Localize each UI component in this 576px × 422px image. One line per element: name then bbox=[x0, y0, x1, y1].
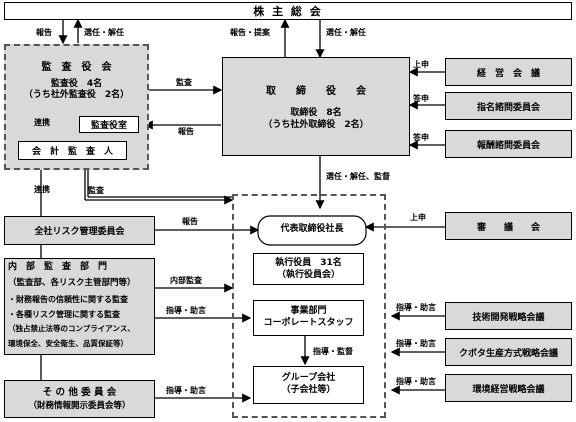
audit-office-label: 監査役室 bbox=[90, 121, 127, 131]
audit-board-title: 監 査 役 会 bbox=[41, 62, 112, 73]
nomination-committee-label: 指名諮問委員会 bbox=[476, 102, 540, 113]
compensation-committee: 報酬諮問委員会 bbox=[445, 130, 572, 158]
executive-officers-sub: （執行役員会） bbox=[276, 270, 340, 280]
internal-audit-department bbox=[4, 258, 155, 355]
management-council: 経 営 会 議 bbox=[445, 58, 572, 86]
other-committees bbox=[4, 380, 155, 418]
group-companies bbox=[253, 366, 364, 404]
label-guide-other: 指導・助言 bbox=[166, 386, 206, 395]
nomination-committee: 指名諮問委員会 bbox=[445, 92, 572, 120]
shareholders-meeting: 株 主 総 会 bbox=[4, 2, 572, 20]
label-appoint-audit: 選任・解任 bbox=[84, 28, 124, 37]
group-companies-sub: （子会社等） bbox=[281, 385, 336, 395]
label-audit-2: 監査 bbox=[88, 186, 104, 195]
internal-audit-item1: ・財務報告の信頼性に関する監査 bbox=[8, 295, 128, 304]
label-report-board: 報告 bbox=[178, 127, 194, 136]
label-appoint-supervise: 選任・解任、監督 bbox=[326, 172, 390, 181]
label-submit-1: 上申 bbox=[413, 60, 429, 69]
label-cooperate-1: 連携 bbox=[34, 118, 50, 127]
label-audit: 監査 bbox=[176, 78, 192, 87]
tech-strategy-council: 技術開発戦略会議 bbox=[445, 302, 572, 330]
board-external: （うち社外取締役 2名） bbox=[263, 120, 369, 130]
tech-strategy-council-label: 技術開発戦略会議 bbox=[472, 312, 545, 323]
env-strategy-council-label: 環境経営戦略会議 bbox=[472, 384, 545, 395]
kubota-production-council-label: クボタ生産方式戦略会議 bbox=[458, 348, 558, 359]
label-guide-env: 指導・助言 bbox=[396, 377, 436, 386]
internal-audit-item4: 環境保全、安全衛生、品質保証等） bbox=[8, 339, 128, 348]
group-companies-label: グループ会社 bbox=[281, 373, 336, 383]
business-divisions bbox=[253, 300, 364, 336]
internal-audit-item3: （独占禁止法等のコンプライアンス、 bbox=[8, 324, 135, 333]
label-cooperate-2: 連携 bbox=[34, 185, 50, 194]
executive-officers bbox=[253, 253, 364, 285]
label-report-propose: 報告・提案 bbox=[230, 28, 270, 37]
label-answer-1: 答申 bbox=[413, 94, 429, 103]
internal-audit-sub: （監査部、各リスク主管部門等） bbox=[8, 278, 136, 288]
label-submit-2: 上申 bbox=[410, 213, 426, 222]
deliberation-council: 審 議 会 bbox=[445, 212, 572, 240]
accounting-auditor: 会 計 監 査 人 bbox=[18, 141, 127, 160]
audit-board-external: （うち社外監査役 2名） bbox=[23, 90, 130, 100]
env-strategy-council: 環境経営戦略会議 bbox=[445, 374, 572, 402]
president: 代表取締役社長 bbox=[280, 224, 344, 234]
other-committees-sub: （財務情報開示委員会等） bbox=[28, 401, 131, 411]
label-guide-supervise: 指導・監督 bbox=[313, 347, 353, 356]
management-council-label: 経 営 会 議 bbox=[476, 68, 540, 79]
executive-officers-count: 執行役員 31名 bbox=[275, 258, 342, 268]
label-report-risk: 報告 bbox=[182, 217, 198, 226]
board-count: 取締役 8名 bbox=[290, 108, 342, 118]
business-divisions-label: 事業部門 bbox=[290, 306, 327, 316]
risk-management-committee: 全社リスク管理委員会 bbox=[4, 216, 155, 245]
label-answer-2: 答申 bbox=[413, 133, 429, 142]
label-internal-audit: 内部監査 bbox=[170, 276, 202, 285]
corporate-staff-label: コーポレートスタッフ bbox=[263, 318, 354, 328]
shareholders-label: 株 主 総 会 bbox=[253, 5, 323, 18]
deliberation-council-label: 審 議 会 bbox=[476, 222, 540, 233]
audit-board-count: 監査役 4名 bbox=[50, 79, 103, 89]
executive-group bbox=[232, 194, 386, 418]
label-report-audit: 報告 bbox=[36, 28, 52, 37]
label-guide-kubota: 指導・助言 bbox=[396, 339, 436, 348]
compensation-committee-label: 報酬諮問委員会 bbox=[476, 140, 540, 151]
board-of-directors bbox=[222, 57, 410, 156]
audit-office: 監査役室 bbox=[79, 116, 139, 133]
kubota-production-council: クボタ生産方式戦略会議 bbox=[445, 338, 572, 366]
label-guide-tech: 指導・助言 bbox=[396, 303, 436, 312]
board-title: 取 締 役 会 bbox=[266, 86, 366, 97]
risk-management-committee-label: 全社リスク管理委員会 bbox=[34, 227, 125, 237]
label-guide-1: 指導・助言 bbox=[166, 306, 206, 315]
label-appoint-board: 選任・解任 bbox=[326, 28, 366, 37]
accounting-auditor-label: 会 計 監 査 人 bbox=[31, 147, 113, 157]
internal-audit-item2: ・各種リスク管理に関する監査 bbox=[8, 310, 120, 319]
other-committees-title: そ の 他 委 員 会 bbox=[42, 387, 117, 398]
internal-audit-title: 内 部 監 査 部 門 bbox=[8, 262, 108, 272]
